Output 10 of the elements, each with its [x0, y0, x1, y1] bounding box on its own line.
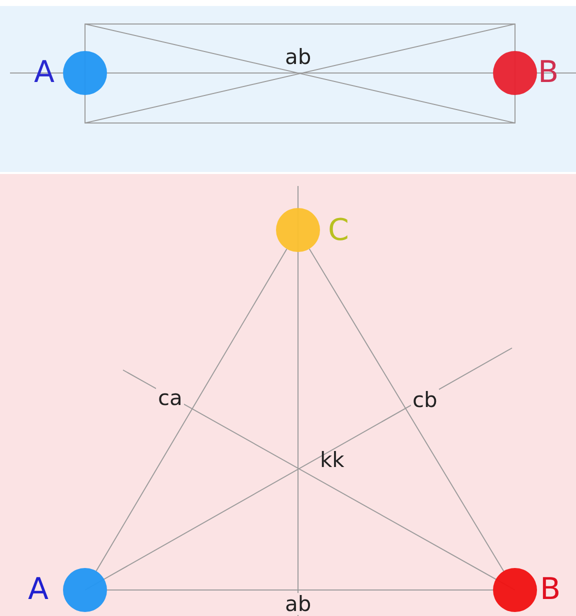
point-label: A [28, 575, 49, 605]
edge-label: ab [283, 593, 314, 615]
point-label: B [538, 58, 559, 88]
point-label: C [328, 216, 349, 246]
line [96, 248, 288, 572]
point-label: B [540, 575, 561, 605]
line [106, 72, 494, 74]
line [308, 248, 504, 572]
point-label: kk [319, 449, 346, 471]
point-label: A [34, 58, 55, 88]
